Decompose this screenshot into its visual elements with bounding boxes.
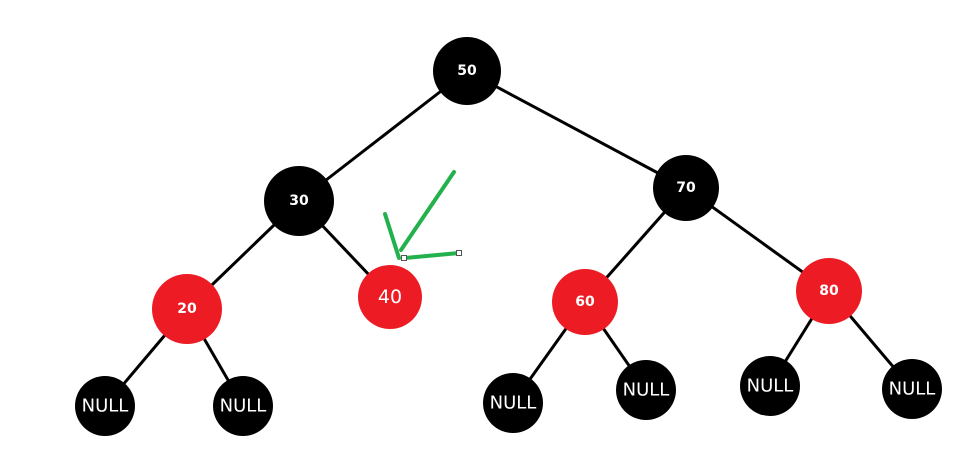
- node-circle: [483, 373, 543, 433]
- tree-node-null4: NULL: [616, 360, 676, 420]
- node-circle: [796, 258, 862, 324]
- node-label: 80: [819, 283, 839, 299]
- node-circle: [264, 166, 334, 236]
- node-label: NULL: [889, 379, 936, 400]
- node-circle: [882, 359, 942, 419]
- tree-node-n30: 30: [264, 166, 334, 236]
- checkmark-arrow-stroke: [403, 251, 461, 260]
- checkmark-arrow-stroke: [399, 170, 456, 252]
- node-circle: [358, 265, 422, 329]
- tree-node-n60: 60: [552, 269, 618, 335]
- tree-node-null2: NULL: [213, 376, 273, 436]
- tree-node-n70: 70: [653, 155, 719, 221]
- tree-node-null1: NULL: [75, 376, 135, 436]
- node-circle: [552, 269, 618, 335]
- tree-node-null3: NULL: [483, 373, 543, 433]
- node-circle: [653, 155, 719, 221]
- tree-node-null5: NULL: [740, 356, 800, 416]
- tree-node-null6: NULL: [882, 359, 942, 419]
- node-label: 30: [289, 193, 309, 209]
- edge-n50-n70: [466, 69, 687, 190]
- tree-node-n40: 40: [358, 265, 422, 329]
- tree-node-n20: 20: [152, 274, 222, 344]
- node-label: NULL: [220, 396, 267, 417]
- node-label: NULL: [747, 376, 794, 397]
- checkmark-arrow-stroke: [383, 212, 401, 260]
- node-circle: [616, 360, 676, 420]
- selection-handle[interactable]: [456, 250, 462, 256]
- node-label: NULL: [82, 396, 129, 417]
- node-circle: [75, 376, 135, 436]
- node-label: 40: [378, 286, 402, 308]
- selection-handle[interactable]: [401, 255, 407, 261]
- node-label: 20: [177, 301, 197, 317]
- node-label: 70: [676, 180, 696, 196]
- node-label: NULL: [490, 393, 537, 414]
- node-circle: [213, 376, 273, 436]
- node-circle: [433, 37, 501, 105]
- node-circle: [152, 274, 222, 344]
- tree-node-n80: 80: [796, 258, 862, 324]
- tree-node-n50: 50: [433, 37, 501, 105]
- node-circle: [740, 356, 800, 416]
- edge-n50-n30: [298, 69, 468, 203]
- node-label: 50: [457, 63, 477, 79]
- node-label: 60: [575, 294, 595, 310]
- node-label: NULL: [623, 380, 670, 401]
